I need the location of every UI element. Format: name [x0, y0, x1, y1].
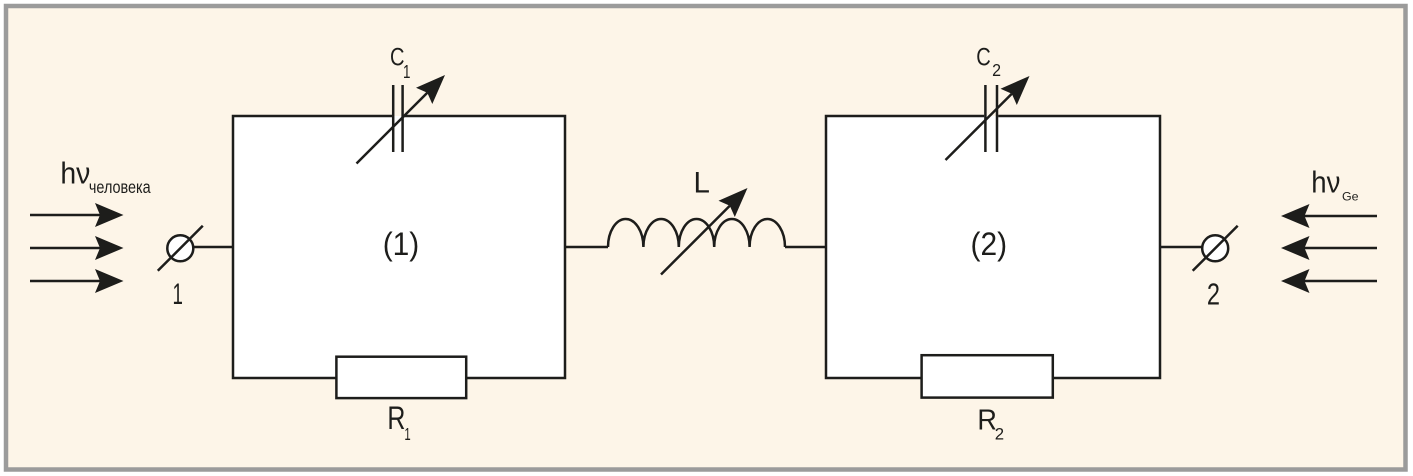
- svg-text:hν: hν: [1311, 167, 1340, 200]
- svg-text:C: C: [976, 44, 991, 72]
- svg-text:hν: hν: [60, 158, 90, 191]
- svg-text:1: 1: [172, 278, 182, 311]
- svg-text:(1): (1): [383, 226, 420, 262]
- svg-text:человека: человека: [89, 177, 151, 197]
- svg-text:Ge: Ge: [1342, 191, 1359, 204]
- svg-text:R: R: [977, 404, 997, 436]
- svg-text:1: 1: [403, 61, 410, 82]
- svg-text:2: 2: [992, 60, 1001, 80]
- svg-text:2: 2: [1207, 278, 1220, 311]
- svg-text:(2): (2): [971, 226, 1008, 262]
- svg-text:C: C: [390, 44, 405, 72]
- svg-text:1: 1: [404, 424, 410, 444]
- svg-text:L: L: [694, 167, 710, 200]
- svg-text:2: 2: [995, 425, 1004, 444]
- svg-text:R: R: [387, 400, 405, 436]
